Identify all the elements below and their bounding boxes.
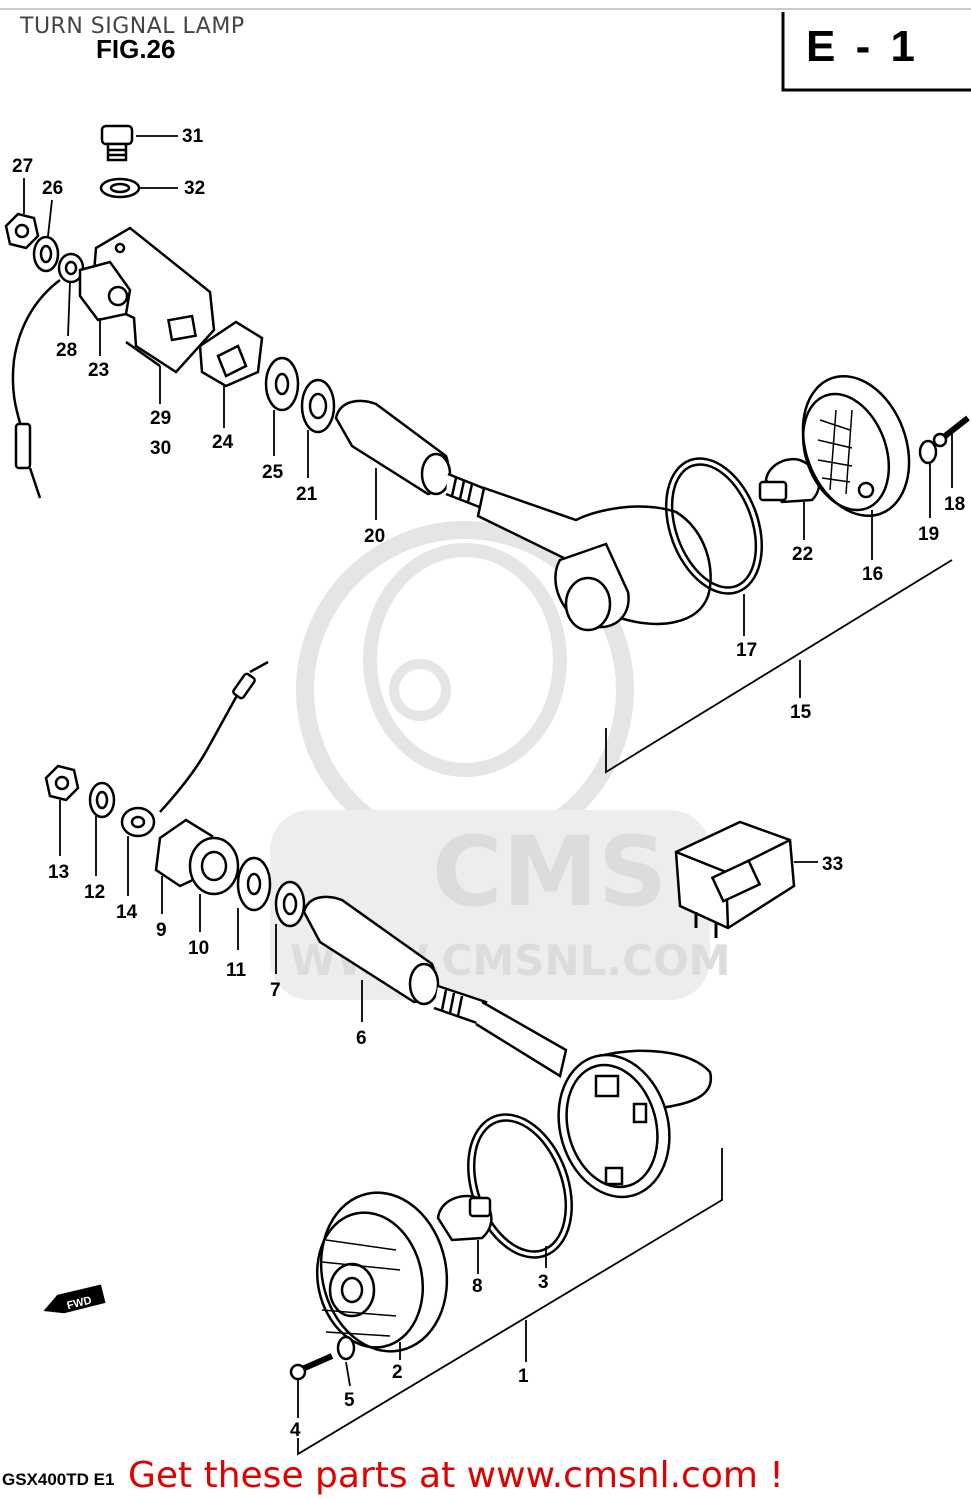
callout-16: 16 <box>862 564 883 585</box>
callout-6: 6 <box>356 1028 367 1049</box>
callout-14: 14 <box>116 902 138 923</box>
relay-part-33 <box>674 820 796 938</box>
callout-21: 21 <box>296 484 318 505</box>
housing-part-lower <box>557 1049 713 1199</box>
lower-lamp-assembly: FWD <box>43 660 796 1381</box>
callout-23: 23 <box>88 360 109 381</box>
lens-part-16 <box>801 374 911 518</box>
section-code: E - 1 <box>806 22 919 71</box>
callout-9: 9 <box>156 920 167 941</box>
callout-11: 11 <box>226 960 247 981</box>
bracket-part-23 <box>78 226 216 374</box>
callout-3: 3 <box>538 1272 549 1293</box>
callout-33: 33 <box>822 854 843 875</box>
bolt-part-31 <box>100 124 134 162</box>
leader-lines <box>23 135 953 1456</box>
model-code: GSX400TD E1 <box>2 1470 115 1489</box>
callout-24: 24 <box>212 432 234 453</box>
callout-4: 4 <box>290 1420 301 1441</box>
fwd-arrow-icon: FWD <box>43 1284 106 1314</box>
page-title: TURN SIGNAL LAMP <box>20 14 245 39</box>
callout-15: 15 <box>790 702 812 723</box>
callout-5: 5 <box>344 1390 355 1411</box>
bulb-part-8 <box>436 1194 493 1242</box>
callout-22: 22 <box>792 544 813 565</box>
callout-32: 32 <box>184 178 205 199</box>
fwd-arrow-label: FWD <box>66 1294 93 1312</box>
callout-12: 12 <box>84 882 105 903</box>
callout-26: 26 <box>42 178 63 199</box>
callout-10: 10 <box>188 938 209 959</box>
callout-30: 30 <box>150 438 171 459</box>
watermark-brand: CMS <box>432 816 667 928</box>
callout-8: 8 <box>472 1276 483 1297</box>
callout-19: 19 <box>918 524 939 545</box>
lens-part-2 <box>315 1191 449 1353</box>
bulb-part-22 <box>758 457 821 504</box>
callout-29: 29 <box>150 408 171 429</box>
callout-2: 2 <box>392 1362 403 1383</box>
callout-18: 18 <box>944 494 965 515</box>
upper-lamp-assembly <box>4 124 970 632</box>
callout-7: 7 <box>270 980 281 1001</box>
promo-link[interactable]: Get these parts at www.cmsnl.com ! <box>128 1455 784 1496</box>
callout-1: 1 <box>518 1366 529 1387</box>
callout-20: 20 <box>364 526 385 547</box>
callout-31: 31 <box>182 126 204 147</box>
callout-17: 17 <box>736 640 757 661</box>
grommet-part-24 <box>198 320 264 388</box>
section-box <box>781 12 971 92</box>
callout-25: 25 <box>262 462 284 483</box>
part-labels: 31 32 27 26 28 23 29 30 24 25 21 20 22 1… <box>12 126 965 1441</box>
callout-28: 28 <box>56 340 77 361</box>
figure-number: FIG.26 <box>96 34 176 64</box>
callout-27: 27 <box>12 156 33 177</box>
callout-13: 13 <box>48 862 69 883</box>
